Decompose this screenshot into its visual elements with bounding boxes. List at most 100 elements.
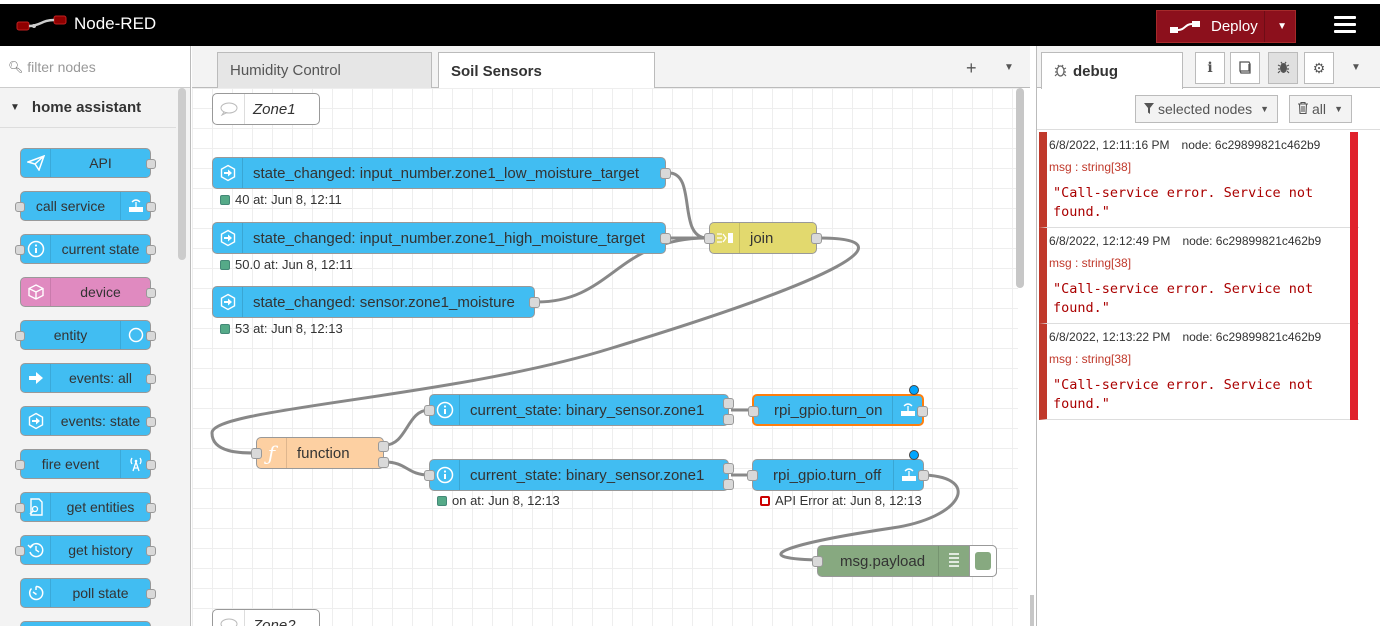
node-state-changed-low-target[interactable]: state_changed: input_number.zone1_low_mo… xyxy=(212,157,671,189)
palette-node-events-all[interactable]: events: all xyxy=(20,363,156,393)
input-port[interactable] xyxy=(15,503,25,513)
input-port[interactable] xyxy=(15,460,25,470)
input-port[interactable] xyxy=(251,448,262,459)
output-port[interactable] xyxy=(146,374,156,384)
flow-canvas[interactable]: Zone1 state_changed: input_number.zone1_… xyxy=(192,88,1018,626)
input-port[interactable] xyxy=(15,331,25,341)
output-port[interactable] xyxy=(146,460,156,470)
palette-scrollbar[interactable] xyxy=(178,88,186,260)
output-port[interactable] xyxy=(917,406,928,417)
filter-selected-nodes-button[interactable]: selected nodes ▼ xyxy=(1135,95,1278,123)
workspace-scrollbar[interactable] xyxy=(1016,88,1024,288)
node-rpi-gpio-turn-off[interactable]: rpi_gpio.turn_off xyxy=(747,459,929,491)
input-port[interactable] xyxy=(747,470,758,481)
deploy-button[interactable]: Deploy ▼ xyxy=(1156,10,1296,43)
message-node-link[interactable]: node: 6c29899821c462b9 xyxy=(1181,138,1321,152)
config-tab-button[interactable]: ⚙ xyxy=(1304,52,1334,84)
message-time: 6/8/2022, 12:11:16 PM xyxy=(1049,138,1170,152)
node-state-changed-moisture[interactable]: state_changed: sensor.zone1_moisture xyxy=(212,286,540,318)
add-tab-icon[interactable]: + xyxy=(966,58,977,78)
main-menu-icon[interactable] xyxy=(1334,16,1356,36)
wire-function-to-cs2 xyxy=(384,460,430,477)
output-port[interactable] xyxy=(146,546,156,556)
input-port[interactable] xyxy=(15,202,25,212)
palette-node-current-state[interactable]: current state xyxy=(15,234,156,264)
input-port[interactable] xyxy=(15,546,25,556)
help-tab-button[interactable] xyxy=(1230,52,1260,84)
output-port[interactable] xyxy=(811,233,822,244)
info-tab-button[interactable]: i xyxy=(1195,52,1225,84)
input-port[interactable] xyxy=(812,556,823,567)
node-current-state-1[interactable]: current_state: binary_sensor.zone1 xyxy=(424,394,734,426)
tab-debug[interactable]: debug xyxy=(1041,52,1183,89)
node-function[interactable]: ƒ function xyxy=(251,437,389,469)
output-port[interactable] xyxy=(146,288,156,298)
palette-node-fire-event[interactable]: fire event xyxy=(15,449,156,479)
palette-node-device[interactable]: device xyxy=(20,277,156,307)
message-node-link[interactable]: node: 6c29899821c462b9 xyxy=(1182,234,1322,248)
output-port[interactable] xyxy=(529,297,540,308)
palette-node-events-state[interactable]: events: state xyxy=(20,406,156,436)
input-port[interactable] xyxy=(748,406,759,417)
info-icon: i xyxy=(1207,60,1213,76)
output-port-1[interactable] xyxy=(723,463,734,474)
output-port-2[interactable] xyxy=(723,479,734,490)
node-debug-msg-payload[interactable]: msg.payload xyxy=(812,545,997,577)
filter-nodes-input[interactable]: 🔍︎ filter nodes xyxy=(0,46,190,88)
message-node-link[interactable]: node: 6c29899821c462b9 xyxy=(1182,330,1322,344)
clear-all-button[interactable]: all ▼ xyxy=(1289,95,1352,123)
output-port[interactable] xyxy=(918,470,929,481)
input-port[interactable] xyxy=(15,245,25,255)
output-port[interactable] xyxy=(146,417,156,427)
output-port[interactable] xyxy=(146,331,156,341)
debug-toggle-button[interactable] xyxy=(969,545,997,577)
header-bar: Node-RED Deploy ▼ xyxy=(0,0,1380,46)
sidebar-menu-caret-icon[interactable]: ▼ xyxy=(1351,62,1361,73)
debug-toolbar: selected nodes ▼ all ▼ xyxy=(1037,88,1380,130)
output-port[interactable] xyxy=(146,589,156,599)
palette-node-poll-state[interactable]: poll state xyxy=(20,578,156,608)
status-text: 40 at: Jun 8, 12:11 xyxy=(235,192,342,207)
palette-category-header[interactable]: ▼ home assistant xyxy=(0,88,176,128)
input-port[interactable] xyxy=(424,470,435,481)
output-port[interactable] xyxy=(146,159,156,169)
palette-node-call-service[interactable]: call service xyxy=(15,191,156,221)
list-icon xyxy=(938,546,968,576)
node-rpi-gpio-turn-on[interactable]: rpi_gpio.turn_on xyxy=(748,394,928,426)
comment-label: Zone1 xyxy=(253,100,296,118)
deploy-options-caret-icon[interactable]: ▼ xyxy=(1264,11,1287,42)
node-join[interactable]: join xyxy=(704,222,822,254)
node-state-changed-high-target[interactable]: state_changed: input_number.zone1_high_m… xyxy=(212,222,671,254)
palette-node-entity[interactable]: entity xyxy=(15,320,156,350)
flow-wires xyxy=(210,171,960,562)
debug-message[interactable]: 6/8/2022, 12:11:16 PM node: 6c29899821c46… xyxy=(1039,132,1359,228)
output-port-1[interactable] xyxy=(723,398,734,409)
node-current-state-2[interactable]: current_state: binary_sensor.zone1 xyxy=(424,459,734,491)
output-port[interactable] xyxy=(146,245,156,255)
palette-node-api[interactable]: API xyxy=(20,148,156,178)
input-port[interactable] xyxy=(704,233,715,244)
node-status: 40 at: Jun 8, 12:11 xyxy=(220,192,342,207)
tab-humidity-control[interactable]: Humidity Control xyxy=(217,52,432,88)
join-icon xyxy=(710,223,740,253)
output-port[interactable] xyxy=(146,202,156,212)
output-port[interactable] xyxy=(660,233,671,244)
debug-tab-button[interactable] xyxy=(1268,52,1298,84)
output-port-2[interactable] xyxy=(378,457,389,468)
tab-menu-caret-icon[interactable]: ▼ xyxy=(1004,62,1014,73)
output-port-1[interactable] xyxy=(378,441,389,452)
palette-node-label: API xyxy=(89,155,112,171)
workspace-scrollbar-lower[interactable] xyxy=(1030,595,1034,626)
palette-node-get-history[interactable]: get history xyxy=(15,535,156,565)
comment-zone2[interactable]: Zone2 xyxy=(212,609,320,626)
comment-zone1[interactable]: Zone1 xyxy=(212,93,320,125)
output-port-2[interactable] xyxy=(723,414,734,425)
output-port[interactable] xyxy=(660,168,671,179)
input-port[interactable] xyxy=(424,405,435,416)
palette-node-partial[interactable] xyxy=(20,621,151,626)
palette-node-get-entities[interactable]: get entities xyxy=(15,492,156,522)
output-port[interactable] xyxy=(146,503,156,513)
tab-soil-sensors[interactable]: Soil Sensors xyxy=(438,52,655,89)
